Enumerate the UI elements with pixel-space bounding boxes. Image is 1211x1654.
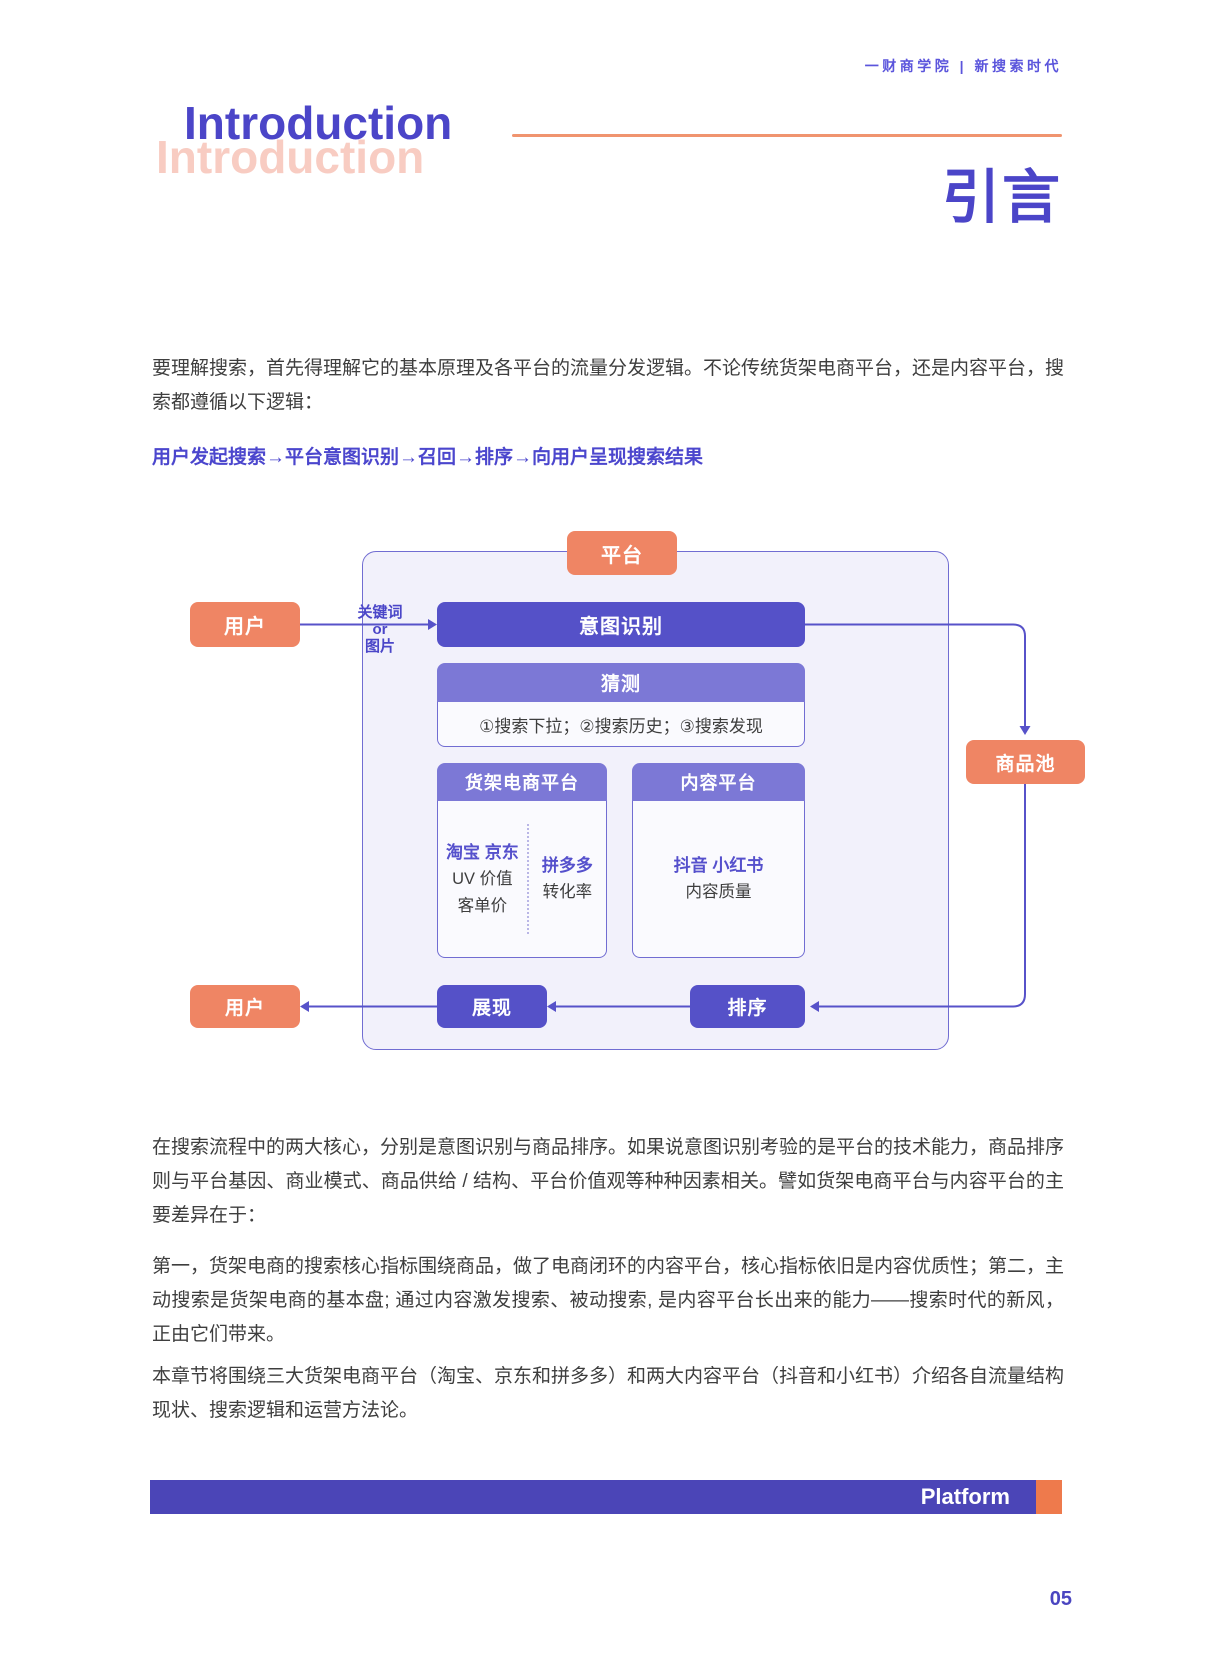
node-user-top: 用户 xyxy=(190,602,300,647)
card-shelf-body: 淘宝 京东 UV 价值 客单价 拼多多 转化率 xyxy=(437,801,607,958)
section-title-zh: 引言 xyxy=(941,165,1062,230)
section-title-block: Introduction Introduction xyxy=(156,96,626,176)
card-shelf-title: 货架电商平台 xyxy=(437,763,607,801)
edge-label-line3: 图片 xyxy=(364,638,395,655)
shelf-brands-1: 淘宝 京东 xyxy=(446,842,519,862)
card-guess-body: ①搜索下拉；②搜索历史；③搜索发现 xyxy=(437,702,805,747)
edge-label-line2: or xyxy=(372,621,388,638)
edge-label-line1: 关键词 xyxy=(357,604,403,621)
section-title-echo: Introduction xyxy=(156,131,425,176)
shelf-column-divider xyxy=(526,824,529,934)
search-flow-statement: 用户发起搜索→平台意图识别→召回→排序→向用户呈现搜索结果 xyxy=(152,447,704,468)
node-platform: 平台 xyxy=(567,531,677,575)
card-guess: 猜测 ①搜索下拉；②搜索历史；③搜索发现 xyxy=(437,663,805,747)
body-paragraph-3: 第一，货架电商的搜索核心指标围绕商品，做了电商闭环的内容平台，核心指标依旧是内容… xyxy=(152,1256,1065,1345)
shelf-column-taobao-jd: 淘宝 京东 UV 价值 客单价 xyxy=(438,839,527,920)
shelf-column-pdd: 拼多多 转化率 xyxy=(529,852,606,906)
node-ranking: 排序 xyxy=(690,985,805,1028)
content-metric-quality: 内容质量 xyxy=(685,883,752,901)
shelf-metric-aov: 客单价 xyxy=(457,896,508,915)
content-brands: 抖音 小红书 xyxy=(673,856,764,875)
body-paragraph-2: 在搜索流程中的两大核心，分别是意图识别与商品排序。如果说意图识别考验的是平台的技… xyxy=(152,1137,1065,1226)
card-content-platform: 内容平台 抖音 小红书 内容质量 xyxy=(632,763,805,958)
shelf-brands-2: 拼多多 xyxy=(541,856,593,875)
card-content-title: 内容平台 xyxy=(632,763,805,801)
node-intent-recognition: 意图识别 xyxy=(437,602,805,647)
platform-section-bar: Platform xyxy=(150,1480,1036,1514)
shelf-metric-uv: UV 价值 xyxy=(452,869,513,888)
shelf-metric-cvr: 转化率 xyxy=(542,883,593,901)
platform-bar-accent-chip xyxy=(1036,1480,1062,1514)
card-content-body: 抖音 小红书 内容质量 xyxy=(632,801,805,958)
body-paragraph-4: 本章节将围绕三大货架电商平台（淘宝、京东和拼多多）和两大内容平台（抖音和小红书）… xyxy=(152,1366,1065,1421)
card-guess-title: 猜测 xyxy=(437,663,805,702)
node-user-bottom: 用户 xyxy=(190,985,300,1028)
node-product-pool: 商品池 xyxy=(966,740,1085,784)
edge-label-keyword-or-image: 关键词 or 图片 xyxy=(336,604,424,655)
title-divider-line xyxy=(512,134,1062,137)
running-head: 一财商学院 | 新搜索时代 xyxy=(864,58,1062,74)
intro-paragraph: 要理解搜索，首先得理解它的基本原理及各平台的流量分发逻辑。不论传统货架电商平台，… xyxy=(152,358,1065,413)
section-title-en: Introduction xyxy=(184,97,453,149)
card-shelf-ecommerce: 货架电商平台 淘宝 京东 UV 价值 客单价 拼多多 转化率 xyxy=(437,763,607,958)
page-number: 05 xyxy=(1049,1588,1072,1610)
node-display: 展现 xyxy=(437,985,547,1028)
